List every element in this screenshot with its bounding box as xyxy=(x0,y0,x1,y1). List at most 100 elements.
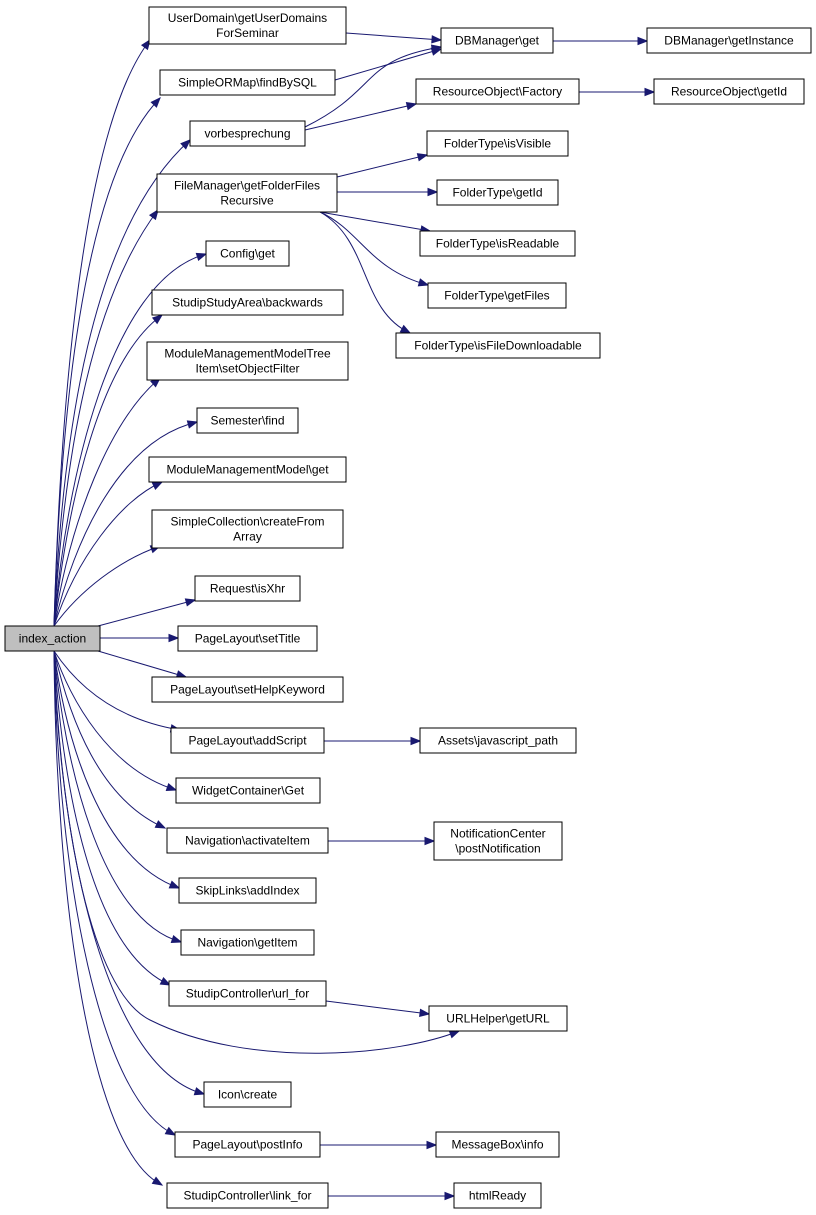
node-box xyxy=(419,230,576,257)
node-box xyxy=(436,179,559,206)
edge-n0-n3-arrowhead xyxy=(180,139,192,150)
node-label: Semester\find xyxy=(210,414,284,428)
node-box xyxy=(146,341,349,381)
node-box xyxy=(178,877,317,904)
edge-n0-n19 xyxy=(53,650,171,986)
function-node[interactable]: FolderType\isReadable xyxy=(419,230,576,257)
node-box xyxy=(203,1081,292,1108)
function-node[interactable]: SimpleORMap\findBySQL xyxy=(159,69,336,96)
node-label: Assets\javascript_path xyxy=(438,734,558,748)
edge-n0-n4-arrowhead xyxy=(148,208,159,221)
edge-n0-n22-arrowhead xyxy=(151,1176,164,1186)
function-node[interactable]: Assets\javascript_path xyxy=(419,727,577,754)
node-label: Icon\create xyxy=(218,1088,278,1102)
node-label: Request\isXhr xyxy=(210,582,285,596)
function-node[interactable]: FolderType\getFiles xyxy=(427,282,567,309)
edge-n4-n28-arrowhead xyxy=(427,187,439,197)
edge-n3-n25-arrowhead xyxy=(405,102,418,111)
root-function-node[interactable]: index_action xyxy=(4,625,101,652)
node-box xyxy=(151,289,344,316)
function-node[interactable]: ResourceObject\Factory xyxy=(415,78,580,105)
edge-n0-n3 xyxy=(53,139,191,627)
edge-n0-n13 xyxy=(97,650,187,678)
function-node[interactable]: Semester\find xyxy=(196,407,299,434)
edge-n16-n33-arrowhead xyxy=(424,836,436,846)
node-box xyxy=(646,27,812,54)
node-box xyxy=(205,240,290,267)
node-box xyxy=(426,130,569,157)
function-node[interactable]: PageLayout\addScript xyxy=(170,727,325,754)
edge-n0-n16 xyxy=(53,650,166,829)
function-node[interactable]: URLHelper\getURL xyxy=(428,1005,568,1032)
function-node[interactable]: Icon\create xyxy=(203,1081,292,1108)
node-label: index_action xyxy=(19,632,86,646)
function-node[interactable]: FolderType\getId xyxy=(436,179,559,206)
function-node[interactable]: MessageBox\info xyxy=(435,1131,560,1158)
edge-n3-n25 xyxy=(304,103,417,131)
function-node[interactable]: StudipController\url_for xyxy=(168,980,327,1007)
function-node[interactable]: NotificationCenter\postNotification xyxy=(433,821,563,861)
function-node[interactable]: DBManager\get xyxy=(440,27,554,54)
function-node[interactable]: htmlReady xyxy=(453,1182,542,1209)
edge-n0-n11-arrowhead xyxy=(184,598,197,607)
node-label: PageLayout\postInfo xyxy=(192,1138,302,1152)
node-box xyxy=(175,777,321,804)
function-node[interactable]: Navigation\getItem xyxy=(180,929,315,956)
edge-n0-n16-arrowhead xyxy=(154,820,167,829)
edge-n0-n17 xyxy=(53,650,180,889)
function-node[interactable]: FolderType\isVisible xyxy=(426,130,569,157)
node-label: ModuleManagementModelTree xyxy=(164,347,331,361)
node-box xyxy=(151,509,344,549)
edge-n0-n2-arrowhead xyxy=(150,96,161,108)
node-label: ResourceObject\getId xyxy=(671,85,787,99)
node-label: \postNotification xyxy=(455,842,540,856)
node-box xyxy=(148,6,347,45)
node-label: PageLayout\setTitle xyxy=(195,632,301,646)
edge-n0-n8-arrowhead xyxy=(186,420,199,429)
edge-n0-n6-arrowhead xyxy=(151,314,164,325)
function-node[interactable]: Config\get xyxy=(205,240,290,267)
function-node[interactable]: vorbesprechung xyxy=(189,120,306,147)
edge-n4-n31-arrowhead xyxy=(399,324,412,334)
function-node[interactable]: PageLayout\postInfo xyxy=(174,1131,321,1158)
edge-n4-n27 xyxy=(336,154,428,178)
node-label: FolderType\isVisible xyxy=(444,137,551,151)
function-node[interactable]: PageLayout\setHelpKeyword xyxy=(151,676,344,703)
function-node[interactable]: SkipLinks\addIndex xyxy=(178,877,317,904)
node-label: ResourceObject\Factory xyxy=(433,85,562,99)
node-label: Config\get xyxy=(220,247,275,261)
function-node[interactable]: StudipController\link_for xyxy=(166,1182,329,1209)
function-node[interactable]: FolderType\isFileDownloadable xyxy=(395,332,601,359)
node-box xyxy=(166,1182,329,1209)
function-node[interactable]: ModuleManagementModel\get xyxy=(148,456,347,483)
function-node[interactable]: ResourceObject\getId xyxy=(653,78,805,105)
edge-n4-n30 xyxy=(319,211,429,286)
node-label: FolderType\isReadable xyxy=(436,237,560,251)
edge-n0-n19-arrowhead xyxy=(159,976,172,986)
edge-n0-n18 xyxy=(53,650,182,943)
function-node[interactable]: DBManager\getInstance xyxy=(646,27,812,54)
edge-n0-n18-arrowhead xyxy=(170,934,183,944)
edge-n0-n17-arrowhead xyxy=(168,880,181,889)
edge-n25-n26-arrowhead xyxy=(644,87,656,97)
node-label: PageLayout\addScript xyxy=(188,734,307,748)
function-node[interactable]: WidgetContainer\Get xyxy=(175,777,321,804)
function-node[interactable]: ModuleManagementModelTreeItem\setObjectF… xyxy=(146,341,349,381)
edge-n0-n8 xyxy=(53,421,198,627)
node-box xyxy=(440,27,554,54)
node-label: StudipStudyArea\backwards xyxy=(172,296,323,310)
node-label: FolderType\isFileDownloadable xyxy=(414,339,582,353)
function-node[interactable]: StudipStudyArea\backwards xyxy=(151,289,344,316)
node-box xyxy=(189,120,306,147)
function-node[interactable]: Navigation\activateItem xyxy=(166,827,329,854)
function-node[interactable]: Request\isXhr xyxy=(194,575,301,602)
node-label: PageLayout\setHelpKeyword xyxy=(170,683,325,697)
node-label: SimpleCollection\createFrom xyxy=(170,515,324,529)
node-label: DBManager\getInstance xyxy=(664,34,794,48)
edge-n0-n5-arrowhead xyxy=(195,252,208,261)
function-node[interactable]: PageLayout\setTitle xyxy=(177,625,318,652)
node-label: DBManager\get xyxy=(455,34,540,48)
